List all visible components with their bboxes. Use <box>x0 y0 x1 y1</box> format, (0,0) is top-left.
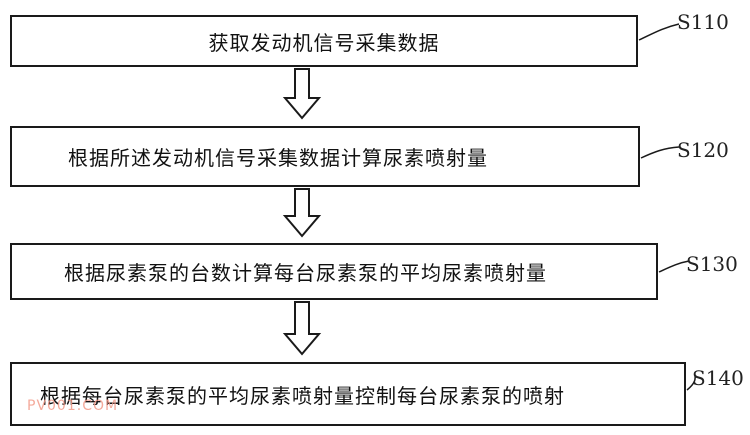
step-label-s110: S110 <box>677 10 729 34</box>
step-text-s110: 获取发动机信号采集数据 <box>208 30 440 55</box>
leader-line-s120 <box>640 146 680 159</box>
leader-line-s110 <box>638 23 680 41</box>
leader-line-s130 <box>658 260 690 273</box>
step-text-s140: 根据每台尿素泵的平均尿素喷射量控制每台尿素泵的喷射 <box>40 383 565 408</box>
arrow-down-1 <box>282 68 322 120</box>
arrow-down-3 <box>282 301 322 356</box>
step-box-s140: 根据每台尿素泵的平均尿素喷射量控制每台尿素泵的喷射 <box>10 362 686 426</box>
step-label-s120: S120 <box>677 138 729 162</box>
leader-line-s140 <box>686 375 696 391</box>
arrow-down-2 <box>282 188 322 238</box>
step-text-s120: 根据所述发动机信号采集数据计算尿素喷射量 <box>68 146 488 170</box>
step-text-s130: 根据尿素泵的台数计算每台尿素泵的平均尿素喷射量 <box>64 261 547 285</box>
step-box-s130: 根据尿素泵的台数计算每台尿素泵的平均尿素喷射量 <box>10 243 658 300</box>
step-label-s130: S130 <box>686 252 738 276</box>
watermark-text: PV001.COM <box>27 398 119 414</box>
step-box-s110: 获取发动机信号采集数据 <box>10 15 638 67</box>
step-label-s140: S140 <box>692 366 744 390</box>
step-box-s120: 根据所述发动机信号采集数据计算尿素喷射量 <box>10 126 640 187</box>
